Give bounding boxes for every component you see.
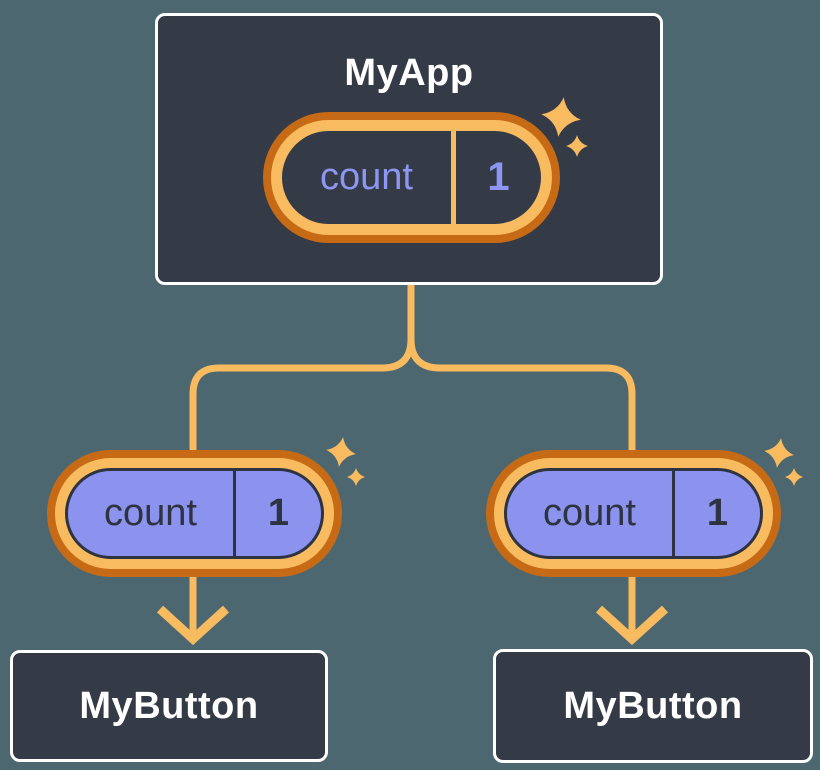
prop-pill-ring: count 1	[494, 458, 773, 569]
component-title: MyButton	[79, 684, 259, 727]
component-title: MyApp	[344, 52, 474, 94]
arrow-down-icon	[595, 605, 669, 646]
state-pill-body: count 1	[282, 131, 541, 224]
prop-value: 1	[267, 492, 290, 534]
sparkle-icon	[566, 135, 588, 157]
prop-pill-body: count 1	[504, 468, 763, 559]
prop-name: count	[104, 492, 197, 534]
prop-pill-left: count 1	[47, 450, 342, 577]
connector-right-branch	[407, 285, 636, 634]
prop-pill-ring: count 1	[55, 458, 334, 569]
prop-pill-body: count 1	[65, 468, 324, 559]
component-title: MyButton	[563, 684, 743, 727]
component-node-mybutton-right: MyButton	[493, 649, 813, 763]
sparkle-icon	[347, 468, 365, 486]
state-value: 1	[487, 155, 510, 199]
prop-pill-right: count 1	[486, 450, 781, 577]
sparkle-icon	[785, 468, 803, 486]
sparkle-icon	[764, 438, 794, 468]
state-name: count	[320, 156, 413, 198]
arrow-down-icon	[156, 605, 230, 646]
pill-divider	[451, 131, 456, 224]
pill-divider	[672, 471, 675, 556]
sparkle-icon	[326, 437, 356, 467]
prop-name: count	[543, 492, 636, 534]
state-pill: count 1	[263, 112, 560, 243]
sparkle-icon	[541, 97, 581, 137]
state-pill-ring: count 1	[271, 120, 552, 235]
pill-divider	[233, 471, 236, 556]
component-node-mybutton-left: MyButton	[10, 650, 328, 762]
prop-value: 1	[706, 492, 729, 534]
